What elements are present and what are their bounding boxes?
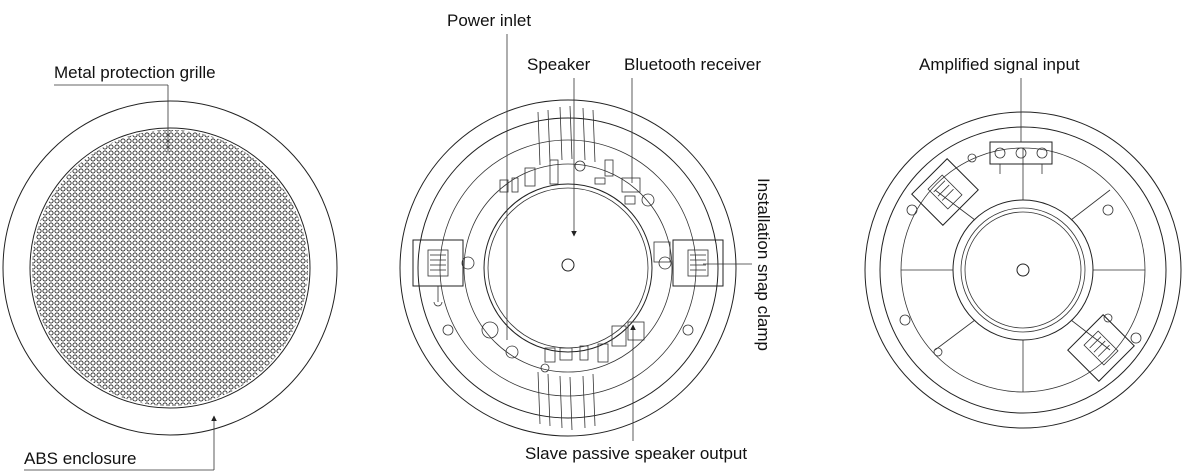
label-amplified-input: Amplified signal input: [919, 55, 1080, 74]
back-view-terminals: [864, 111, 1182, 429]
snap-clamp-left: [412, 239, 464, 307]
grille-rim: [29, 127, 311, 409]
inner-rim: [463, 163, 673, 373]
label-metal-grille: Metal protection grille: [54, 63, 216, 82]
cone-right: [960, 207, 1086, 333]
snap-clamp-bottom-right: [1067, 314, 1135, 382]
label-speaker: Speaker: [527, 55, 591, 74]
cone-right-inner: [964, 211, 1082, 329]
speaker-cone-inner: [487, 187, 649, 349]
bottom-brackets: [537, 371, 596, 431]
speaker-cone: [483, 183, 653, 353]
label-power-inlet: Power inlet: [447, 11, 531, 30]
third-rim: [439, 139, 697, 397]
hole-right-7: [967, 153, 977, 163]
screw-left-bottom-2: [505, 345, 519, 359]
metal-grille: [32, 130, 308, 406]
screw-right-side: [658, 256, 672, 270]
hole-right-5: [1130, 332, 1142, 344]
hole-right-6: [1103, 313, 1113, 323]
screw-left-lower: [442, 324, 454, 336]
frame-spokes: [901, 148, 1145, 392]
circuit-board-bottom: [540, 321, 645, 373]
label-installation-clamp: Installation snap clamp: [754, 178, 773, 351]
label-abs-enclosure: ABS enclosure: [24, 449, 136, 468]
label-bluetooth-receiver: Bluetooth receiver: [624, 55, 761, 74]
terminal-block: [989, 141, 1053, 174]
outer-rim-right: [864, 111, 1182, 429]
inner-rim-right: [952, 199, 1094, 341]
front-view: [2, 100, 338, 436]
screw-right-top: [641, 193, 655, 207]
hole-right-3: [899, 314, 911, 326]
hole-right-1: [906, 204, 918, 216]
circuit-board-icon: [499, 159, 641, 205]
second-rim: [417, 117, 719, 419]
hole-right-4: [933, 347, 943, 357]
snap-clamp-top-left: [911, 158, 979, 226]
top-brackets: [537, 105, 596, 166]
back-view-electronics: [399, 99, 737, 437]
label-slave-output: Slave passive speaker output: [525, 444, 747, 463]
second-rim-right: [879, 126, 1167, 414]
outer-rim: [399, 99, 737, 437]
abs-enclosure-ring: [2, 100, 338, 436]
screw-left-bottom: [481, 321, 499, 339]
center-dot-right: [1016, 263, 1030, 277]
screw-right-lower: [682, 324, 694, 336]
snap-clamp-right: [653, 239, 724, 287]
screw-left-side: [461, 256, 475, 270]
hole-right-2: [1102, 204, 1114, 216]
speaker-center-dot: [561, 258, 575, 272]
